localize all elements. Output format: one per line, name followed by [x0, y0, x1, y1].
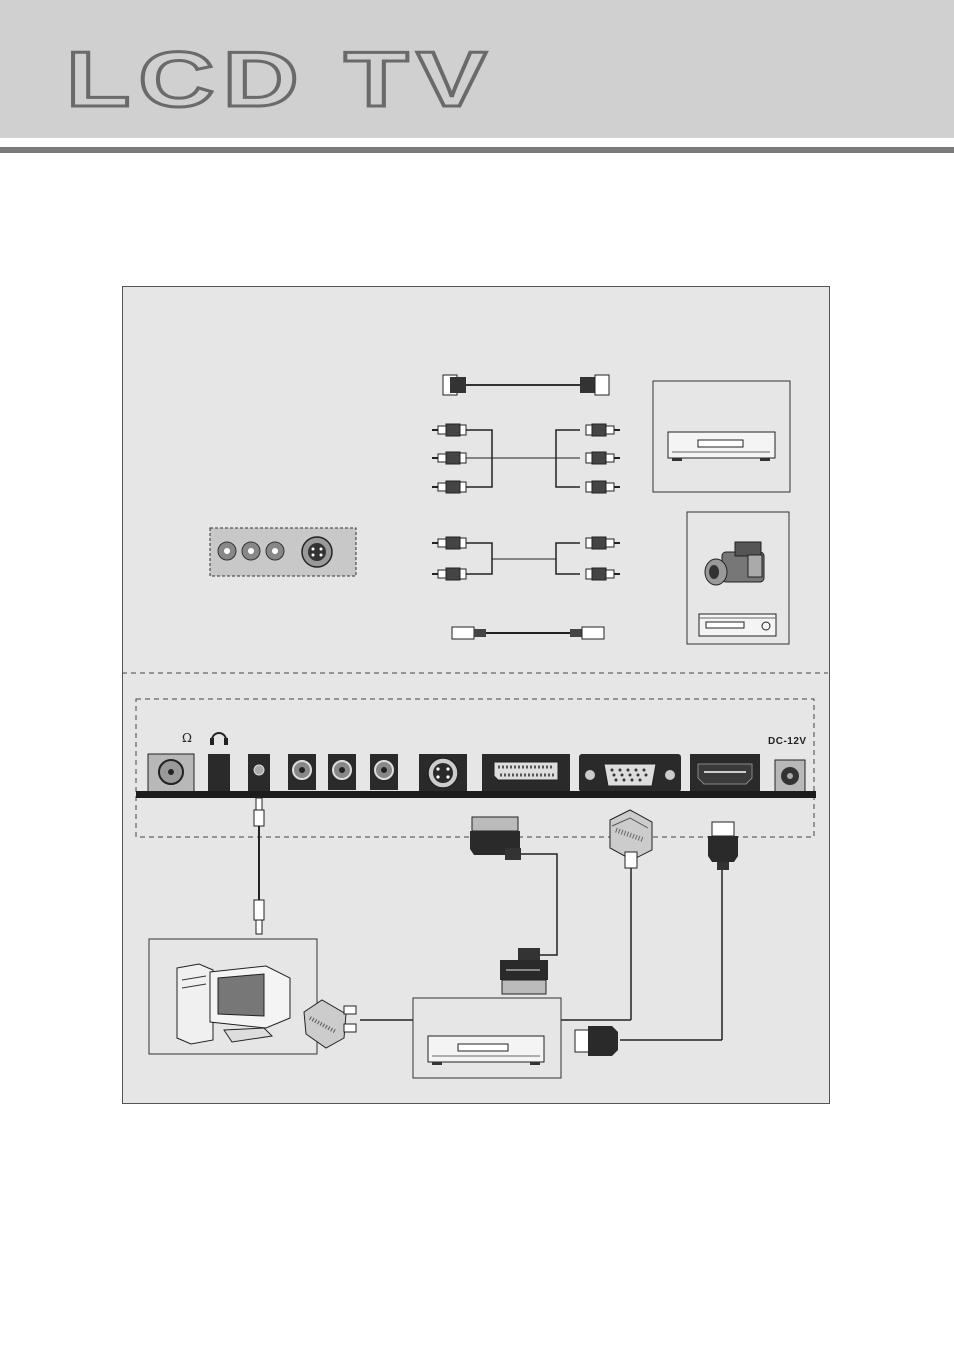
pc-audio-jack: [248, 754, 270, 792]
earphone-jack: [208, 754, 230, 792]
av-cable-icon: [432, 537, 620, 580]
pc-audio-cable-icon: [254, 798, 264, 934]
antenna-jack-icon: [148, 754, 194, 792]
svideo-cable-icon: [452, 627, 604, 639]
dvd-player-icon: [653, 381, 790, 492]
computer-icon: [149, 939, 317, 1054]
side-av-panel-icon: [210, 528, 356, 576]
rca-jack-pb: [328, 754, 356, 790]
dc-power-label: DC-12V: [768, 736, 807, 747]
hdmi-jack-icon: [690, 754, 760, 792]
scart-connector-icon: [470, 817, 557, 955]
headphone-icon: [210, 733, 228, 745]
dvd-player-bottom-icon: [413, 998, 561, 1078]
vcr-icon: [699, 614, 776, 636]
hdmi-connector-bottom-icon: [575, 1026, 618, 1056]
svideo-jack-icon: [419, 754, 467, 792]
rca-jack-y: [288, 754, 316, 790]
scart-jack-icon: [482, 754, 570, 792]
component-cable-icon: [432, 424, 620, 493]
hdmi-cable-icon: [443, 375, 609, 395]
dc-power-jack-icon: [775, 760, 805, 792]
vga-jack-icon: [579, 754, 681, 792]
rear-panel-bar: [136, 791, 816, 798]
ohm-symbol: Ω: [182, 731, 192, 745]
rca-jack-pr: [370, 754, 398, 790]
